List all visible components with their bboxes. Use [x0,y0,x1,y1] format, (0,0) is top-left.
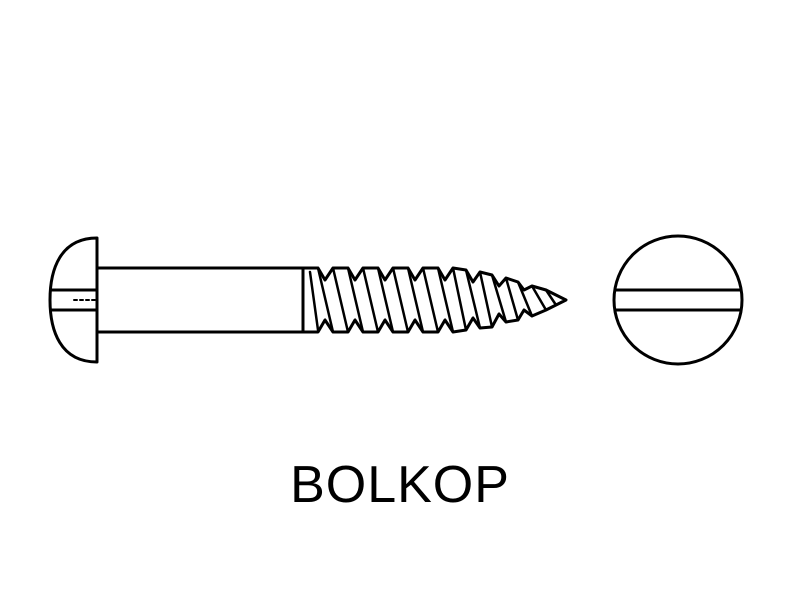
screw-round-head [48,236,99,364]
screw-top-view [612,234,744,366]
screw-side-view [48,236,568,364]
screw-thread-flanks [308,266,558,334]
screw-head-slot-top [614,288,742,312]
screw-head-circle [612,234,744,366]
drawing-caption: BOLKOP [290,456,510,514]
screw-shank [95,266,305,334]
screw-thread-outline [301,266,568,334]
screw-head-slot-side [50,288,99,312]
